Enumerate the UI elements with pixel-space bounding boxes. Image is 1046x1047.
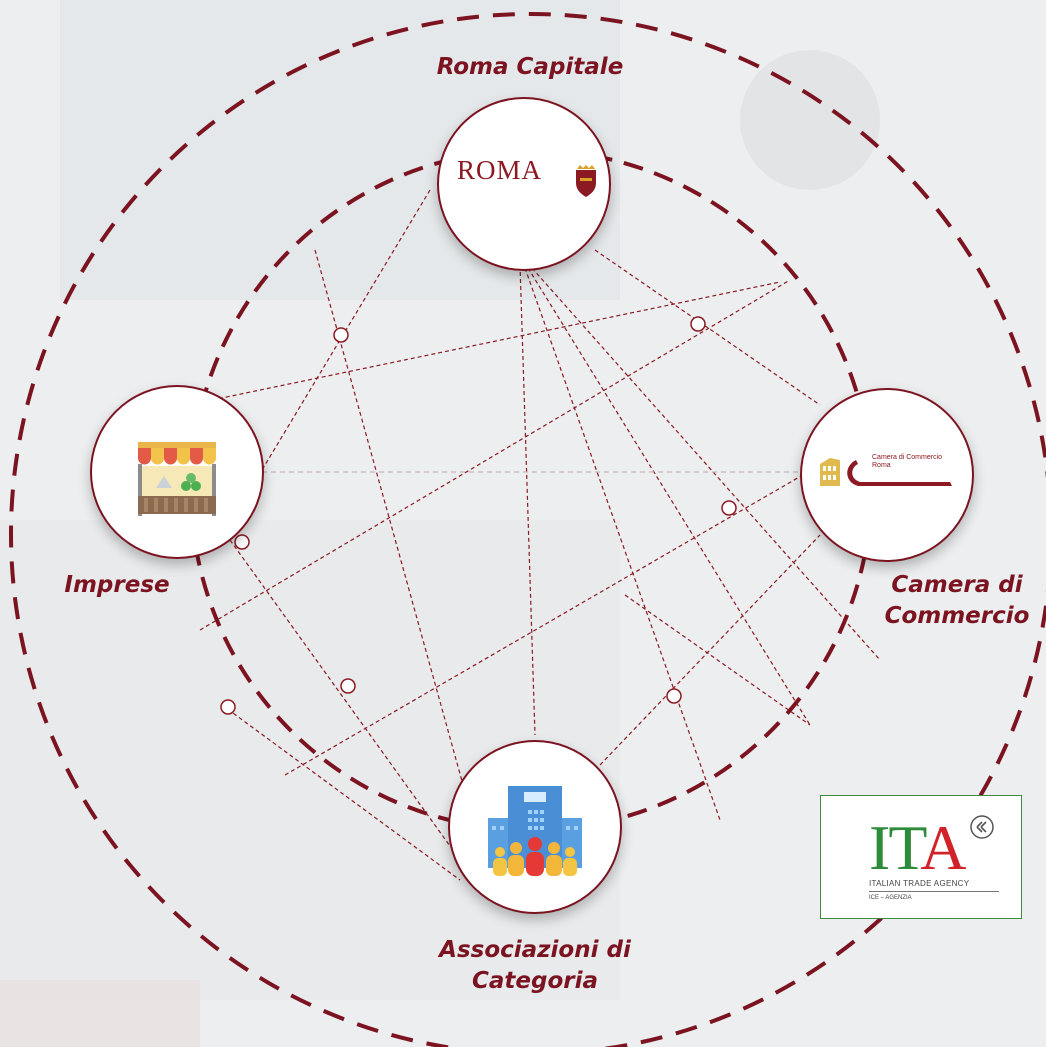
imprese-label: Imprese	[64, 572, 170, 598]
associazioni-di-categoria-label: Associazioni di Categoria	[410, 935, 660, 997]
roma-logo-text: ROMA	[457, 155, 543, 185]
outer-ring	[9, 12, 1046, 1047]
associazioni-label-line2: Categoria	[471, 968, 598, 994]
camera-di-commercio-node[interactable]: Camera di Commercio Roma	[800, 388, 974, 562]
connector-lines	[199, 189, 881, 881]
associazioni-di-categoria-node[interactable]	[448, 740, 622, 914]
colosseum-icon	[820, 458, 952, 486]
camera-logo-line1: Camera di Commercio	[872, 454, 943, 461]
ita-divider	[869, 891, 999, 892]
shield-crest-icon	[576, 165, 596, 197]
ita-mark-i: I	[869, 812, 890, 883]
ita-name: ITALIAN TRADE AGENCY	[869, 879, 970, 888]
camera-logo-line2: Roma	[872, 462, 891, 469]
roma-capitale-node[interactable]: ROMA	[437, 97, 611, 271]
camera-logo-text: Camera di Commercio Roma	[872, 454, 942, 470]
camera-label-line2: Commercio	[884, 603, 1030, 629]
ita-arrow-badge-icon	[970, 815, 994, 839]
ita-mark-a: A	[920, 812, 966, 883]
imprese-node[interactable]	[90, 385, 264, 559]
roma-capitale-label: Roma Capitale	[436, 54, 624, 80]
market-stall-icon	[138, 442, 216, 516]
associazioni-label-line1: Associazioni di	[439, 937, 631, 963]
office-building-people-icon	[488, 786, 582, 876]
ita-logo-box: ITA ITALIAN TRADE AGENCY ICE – AGENZIA	[820, 795, 1022, 919]
camera-label-line1: Camera di	[891, 572, 1023, 598]
ita-logo-mark: ITA	[869, 816, 967, 880]
ita-subname: ICE – AGENZIA	[869, 895, 912, 901]
camera-di-commercio-label: Camera di Commercio	[872, 570, 1042, 632]
ita-mark-t: T	[888, 812, 922, 883]
junction-nodes	[220, 316, 737, 715]
